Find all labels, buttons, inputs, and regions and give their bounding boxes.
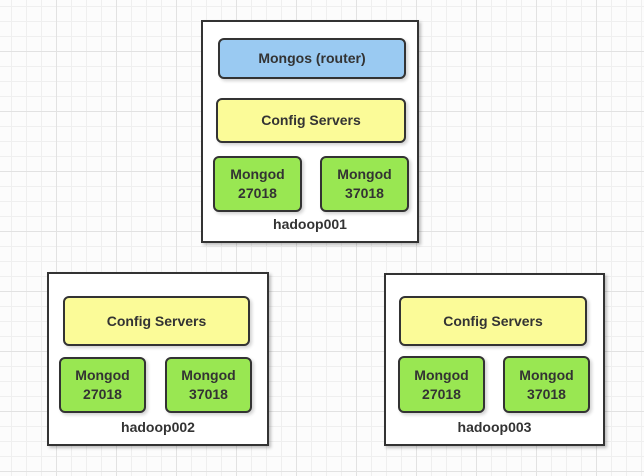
node-mongod-27018-hadoop002[interactable]: Mongod 27018 [59,357,146,413]
host-label-hadoop001: hadoop001 [273,216,347,232]
node-mongod-37018-hadoop001[interactable]: Mongod 37018 [320,156,409,212]
node-config-servers-hadoop003[interactable]: Config Servers [399,296,587,346]
host-box-hadoop003[interactable]: Config Servers Mongod 27018 Mongod 37018… [384,273,605,446]
mongod-port: 27018 [422,385,461,402]
host-label-hadoop003: hadoop003 [457,419,532,435]
mongod-label: Mongod [75,367,130,384]
mongod-label: Mongod [181,367,236,384]
host-box-hadoop001[interactable]: Mongos (router) Config Servers Mongod 27… [201,20,419,243]
mongod-port: 27018 [83,386,122,402]
node-config-servers-hadoop002[interactable]: Config Servers [63,296,250,346]
mongod-port: 37018 [527,385,566,402]
mongod-label: Mongod [519,366,574,383]
node-mongod-27018-hadoop003[interactable]: Mongod 27018 [398,356,485,413]
mongod-port: 37018 [189,386,228,402]
mongod-label: Mongod [414,366,469,383]
mongod-port: 37018 [345,185,384,201]
node-mongod-37018-hadoop003[interactable]: Mongod 37018 [503,356,590,413]
host-label-hadoop002: hadoop002 [121,419,195,435]
mongod-port: 27018 [238,185,277,201]
node-mongos-router[interactable]: Mongos (router) [218,38,406,79]
node-mongod-37018-hadoop002[interactable]: Mongod 37018 [165,357,252,413]
node-mongod-27018-hadoop001[interactable]: Mongod 27018 [213,156,302,212]
node-config-servers-hadoop001[interactable]: Config Servers [216,98,406,143]
mongod-label: Mongod [230,166,285,183]
host-box-hadoop002[interactable]: Config Servers Mongod 27018 Mongod 37018… [47,272,269,446]
mongod-label: Mongod [337,166,392,183]
